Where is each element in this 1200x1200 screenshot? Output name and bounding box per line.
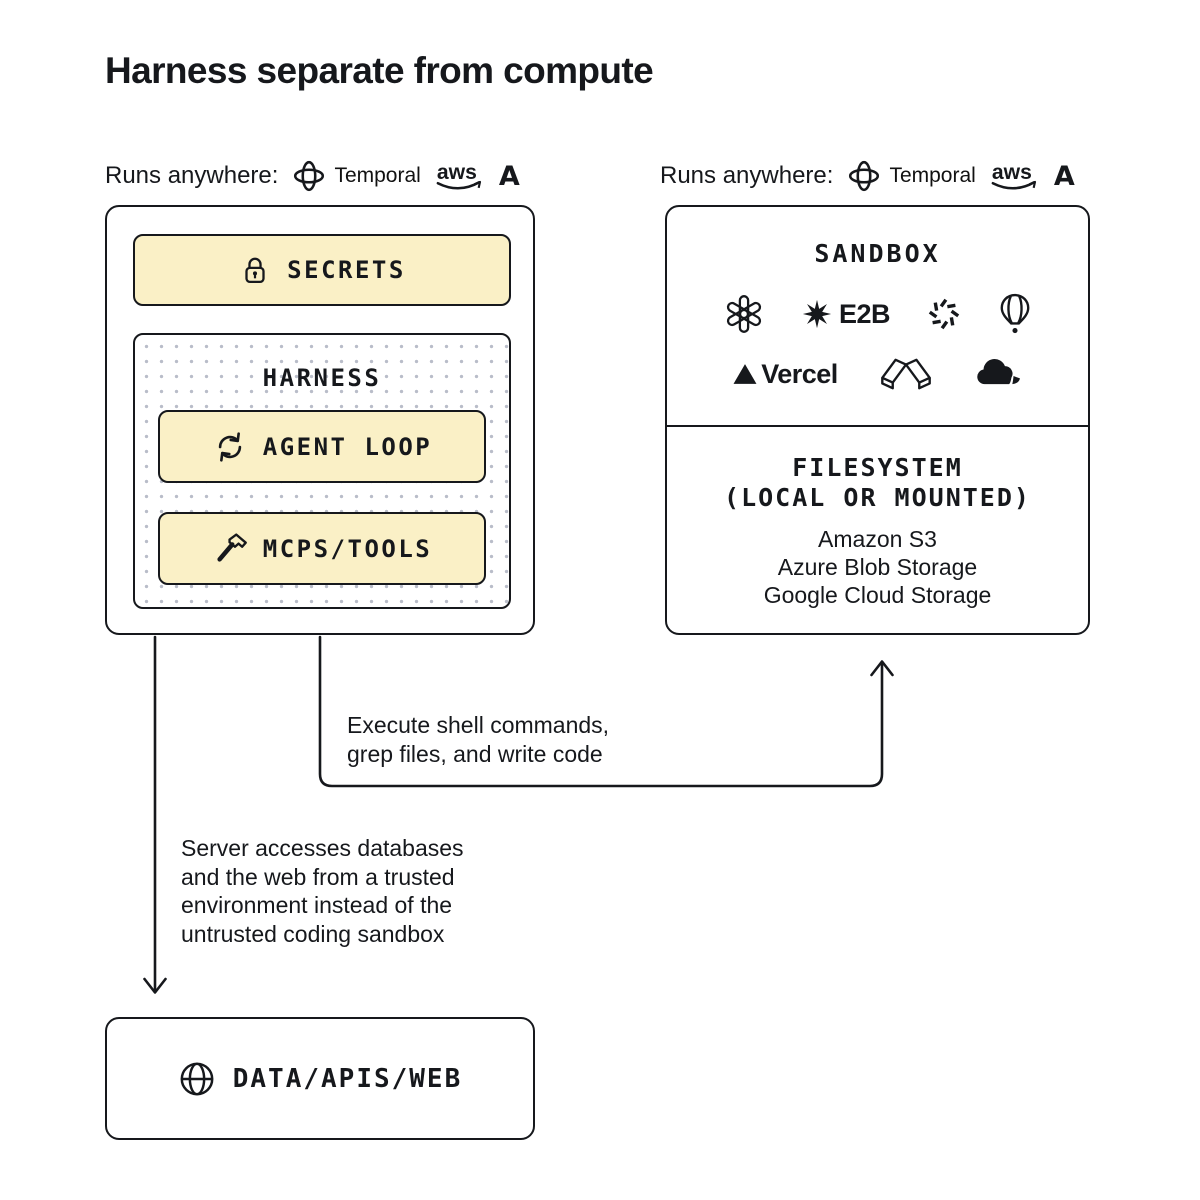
- svg-text:aws: aws: [992, 161, 1032, 184]
- data-apis-web-box: DATA/APIS/WEB: [105, 1017, 535, 1140]
- data-apis-web-label: DATA/APIS/WEB: [232, 1063, 463, 1094]
- vercel-triangle-icon: [733, 364, 757, 384]
- filesystem-section: FILESYSTEM (LOCAL OR MOUNTED) Amazon S3 …: [667, 425, 1088, 637]
- temporal-logo: Temporal: [292, 159, 421, 193]
- temporal-label: Temporal: [889, 164, 976, 187]
- sandbox-section: SANDBOX E2B: [667, 207, 1088, 425]
- storage-provider: Amazon S3: [818, 526, 937, 552]
- left-runs-anywhere-row: Runs anywhere: Temporal aws A: [105, 155, 520, 197]
- sandbox-label: SANDBOX: [814, 239, 941, 268]
- server-annotation-line: Server accesses databases: [181, 835, 464, 861]
- compute-box: SANDBOX E2B: [665, 205, 1090, 635]
- agent-loop-label: AGENT LOOP: [262, 432, 433, 461]
- temporal-logo: Temporal: [847, 159, 976, 193]
- storage-provider: Google Cloud Storage: [763, 582, 992, 608]
- filesystem-title: FILESYSTEM (LOCAL OR MOUNTED): [667, 453, 1088, 513]
- aws-icon: aws: [991, 161, 1036, 190]
- sandbox-logos-row-2: Vercel: [667, 351, 1088, 397]
- temporal-icon: [294, 160, 325, 192]
- page-title: Harness separate from compute: [105, 50, 654, 91]
- mcps-tools-box: MCPS/TOOLS: [158, 512, 486, 585]
- harness-box: HARNESS AGENT LOOP: [133, 333, 511, 609]
- mcps-tools-label: MCPS/TOOLS: [262, 534, 433, 563]
- balloon-icon: [1000, 293, 1030, 334]
- filesystem-title-line1: FILESYSTEM: [792, 453, 963, 482]
- svg-text:aws: aws: [437, 161, 477, 184]
- loop-icon: [218, 431, 241, 462]
- e2b-logo: E2B: [801, 298, 891, 330]
- arrow-harness-to-data: [143, 635, 167, 994]
- execute-annotation: Execute shell commands, grep files, and …: [347, 711, 609, 768]
- temporal-label: Temporal: [334, 164, 421, 187]
- server-annotation-line: environment instead of the: [181, 892, 453, 918]
- execute-annotation-line: Execute shell commands,: [347, 712, 610, 738]
- pinwheel-icon: [928, 298, 960, 330]
- anthropic-icon: A: [1053, 160, 1075, 192]
- server-annotation-line: and the web from a trusted: [181, 863, 455, 890]
- execute-annotation-line: grep files, and write code: [347, 740, 603, 767]
- vercel-label: Vercel: [761, 358, 838, 389]
- e2b-star-icon: [802, 299, 832, 329]
- storage-provider: Azure Blob Storage: [777, 554, 978, 580]
- secrets-box: SECRETS: [133, 234, 511, 306]
- sandbox-logos-row-1: E2B: [667, 291, 1088, 337]
- compute-box-divider: [667, 425, 1088, 427]
- anthropic-icon: A: [498, 160, 520, 192]
- temporal-icon: [849, 160, 880, 192]
- vercel-logo: Vercel: [733, 359, 838, 390]
- server-annotation-line: untrusted coding sandbox: [181, 920, 445, 947]
- harness-label: HARNESS: [262, 364, 382, 392]
- right-runs-anywhere-row: Runs anywhere: Temporal aws A: [660, 155, 1075, 197]
- runs-anywhere-label: Runs anywhere:: [660, 162, 834, 189]
- globe-icon: [180, 1062, 214, 1095]
- openai-icon: [726, 295, 762, 333]
- storage-provider-list: Amazon S3 Azure Blob Storage Google Clou…: [667, 525, 1088, 609]
- server-annotation: Server accesses databases and the web fr…: [181, 834, 464, 948]
- secrets-label: SECRETS: [287, 256, 406, 284]
- lock-icon: [245, 257, 265, 284]
- runs-anywhere-label: Runs anywhere:: [105, 162, 279, 189]
- aws-icon: aws: [436, 161, 481, 190]
- cloudflare-icon: [977, 359, 1020, 385]
- modal-icon: [880, 358, 931, 390]
- hammer-icon: [217, 532, 247, 562]
- agent-loop-box: AGENT LOOP: [158, 410, 486, 483]
- harness-host-box: SECRETS HARNESS AGENT LOOP: [105, 205, 535, 635]
- e2b-label: E2B: [838, 298, 891, 329]
- filesystem-title-line2: (LOCAL OR MOUNTED): [724, 483, 1031, 512]
